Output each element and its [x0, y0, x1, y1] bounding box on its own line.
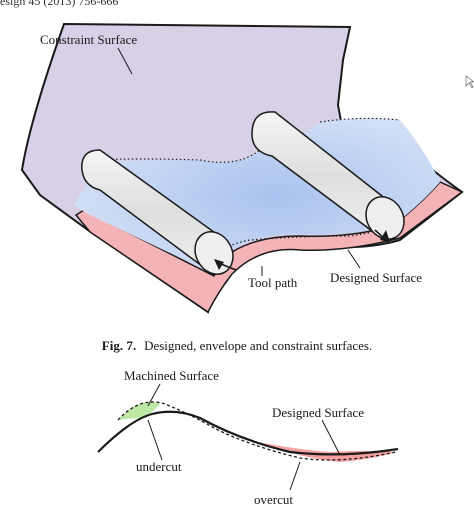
- pointer-icon: [465, 75, 474, 89]
- designed-surface-curve: [97, 410, 399, 456]
- label-designed-surface-fig8: Designed Surface: [272, 405, 364, 420]
- undercut-region: [118, 402, 160, 420]
- tool-path-arrow: [214, 259, 237, 271]
- label-constraint-surface: Constraint Surface: [40, 32, 137, 47]
- designed-surface-arrow: [374, 229, 390, 243]
- label-machined-surface: Machined Surface: [124, 368, 219, 383]
- tool-cylinder-right: [251, 111, 405, 242]
- machined-surface-curve: [117, 401, 397, 461]
- label-overcut: overcut: [254, 492, 293, 506]
- overcut-region: [258, 442, 396, 462]
- tool-path-dotted-line: [205, 221, 401, 263]
- constraint-surface-leader: [117, 47, 133, 75]
- label-tool-path: Tool path: [248, 275, 298, 290]
- designed-surface-leader: [347, 249, 361, 269]
- page-header-citation: esign 45 (2013) 756-666: [0, 0, 119, 8]
- tool-cylinder-left: [81, 149, 234, 277]
- label-undercut: undercut: [136, 459, 182, 474]
- label-designed-surface-fig7: Designed Surface: [330, 270, 422, 285]
- caption-text: Designed, envelope and constraint surfac…: [144, 338, 373, 353]
- figure-8-drawing: [97, 383, 399, 491]
- caption-label: Fig. 7.: [101, 338, 137, 353]
- envelope-dotted-outline: [91, 117, 401, 163]
- figure-7-caption: Fig. 7. Designed, envelope and constraint…: [0, 338, 474, 354]
